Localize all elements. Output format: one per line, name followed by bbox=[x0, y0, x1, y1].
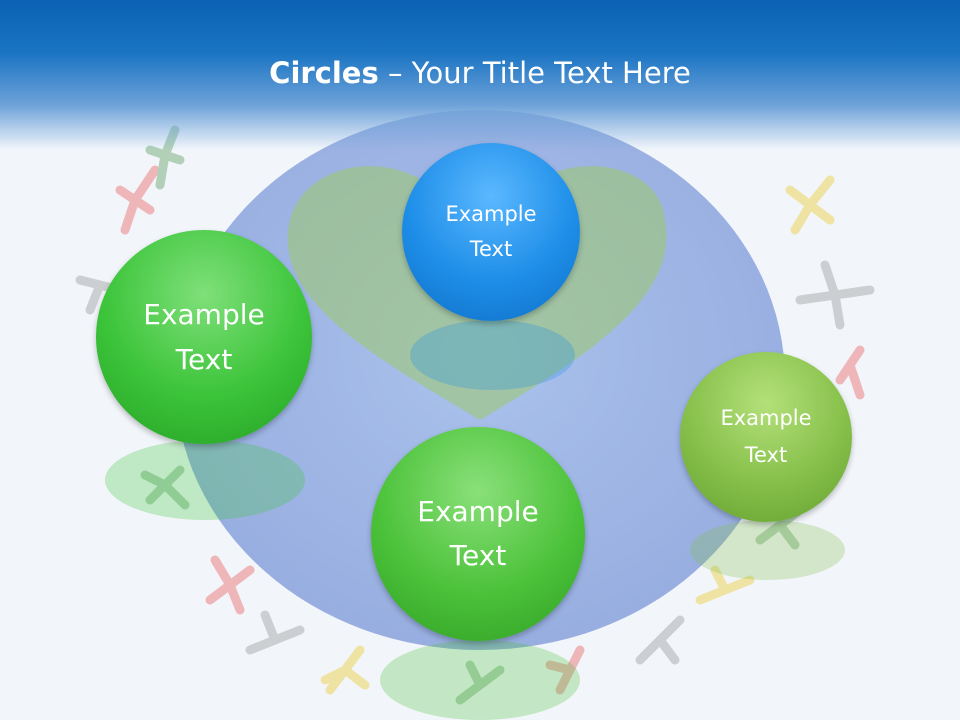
top-blue-reflection bbox=[410, 320, 575, 390]
bottom-green-reflection bbox=[380, 640, 580, 720]
circle-bottom-green-label: Example Text bbox=[417, 495, 539, 572]
circle-right-olive-label: Example Text bbox=[720, 406, 812, 467]
circle-left-green[interactable]: Example Text bbox=[96, 230, 312, 444]
circle-top-blue-label: Example Text bbox=[445, 202, 537, 261]
title-rest: – Your Title Text Here bbox=[378, 56, 691, 90]
circle-left-green-label: Example Text bbox=[143, 298, 265, 376]
circle-top-blue[interactable]: Example Text bbox=[402, 143, 580, 321]
slide-title: Circles – Your Title Text Here bbox=[0, 56, 960, 90]
circle-right-olive[interactable]: Example Text bbox=[680, 352, 852, 522]
header-band bbox=[0, 0, 960, 150]
right-olive-reflection bbox=[690, 520, 845, 580]
title-bold: Circles bbox=[269, 56, 379, 90]
circle-bottom-green[interactable]: Example Text bbox=[371, 427, 585, 641]
left-green-reflection bbox=[105, 440, 305, 520]
figures-ring bbox=[75, 125, 875, 705]
